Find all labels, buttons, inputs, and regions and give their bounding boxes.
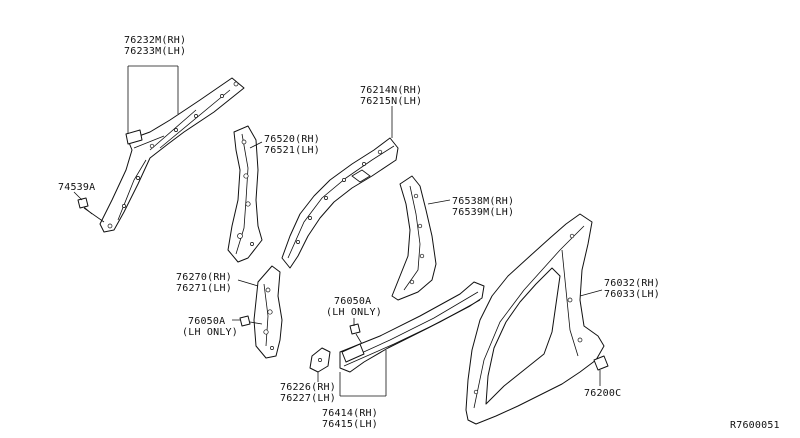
label-76226-lh: 76227(LH) <box>280 393 336 404</box>
leader-76414 <box>339 350 387 397</box>
part-76200c-clip <box>593 355 609 386</box>
label-76414-lh: 76415(LH) <box>322 419 378 430</box>
label-76270-rh: 76270(RH) <box>176 272 232 283</box>
part-74539a-bolt <box>73 191 105 223</box>
label-76232m-rh: 76232M(RH) <box>124 35 186 46</box>
label-76032-lh: 76033(LH) <box>604 289 660 300</box>
part-76050a-bolt-left <box>232 315 263 327</box>
label-76520-rh: 76520(RH) <box>264 134 320 145</box>
label-74539a: 74539A <box>58 182 95 193</box>
part-76214n-roof-rail <box>281 137 399 269</box>
part-76226-bracket <box>309 347 331 382</box>
part-76538m-b-pillar <box>391 175 437 301</box>
label-76232m-lh: 76233M(LH) <box>124 46 186 57</box>
label-76414-rh: 76414(RH) <box>322 408 378 419</box>
part-76520-pillar-inner <box>227 125 263 263</box>
leader-74539a <box>73 191 105 223</box>
label-76050a-mid: 76050A <box>334 296 371 307</box>
label-76050a-left: 76050A <box>188 316 225 327</box>
label-76050a-left-note: (LH ONLY) <box>182 327 238 338</box>
leader-76050a-mid <box>353 318 363 345</box>
label-76538m-lh: 76539M(LH) <box>452 207 514 218</box>
part-76050a-bolt-mid <box>349 318 363 345</box>
leader-76232m <box>127 65 179 134</box>
part-76414-sill <box>339 281 485 373</box>
leader-76538m <box>427 199 451 205</box>
label-76520-lh: 76521(LH) <box>264 145 320 156</box>
label-ref-code: R7600051 <box>730 420 780 431</box>
leader-76050a-left <box>232 319 263 325</box>
leader-76520 <box>249 141 263 149</box>
label-76214n-lh: 76215N(LH) <box>360 96 422 107</box>
label-76200c: 76200C <box>584 388 621 399</box>
label-76032-rh: 76032(RH) <box>604 278 660 289</box>
label-76538m-rh: 76538M(RH) <box>452 196 514 207</box>
label-76270-lh: 76271(LH) <box>176 283 232 294</box>
leader-76270 <box>237 279 259 287</box>
label-76214n-rh: 76214N(RH) <box>360 85 422 96</box>
part-76270-lower-pillar <box>253 265 283 359</box>
part-76032-body-side <box>465 213 605 425</box>
leader-76032 <box>579 289 603 297</box>
part-76232m-roof-rail <box>99 77 245 233</box>
label-76226-rh: 76226(RH) <box>280 382 336 393</box>
label-76050a-mid-note: (LH ONLY) <box>326 307 382 318</box>
